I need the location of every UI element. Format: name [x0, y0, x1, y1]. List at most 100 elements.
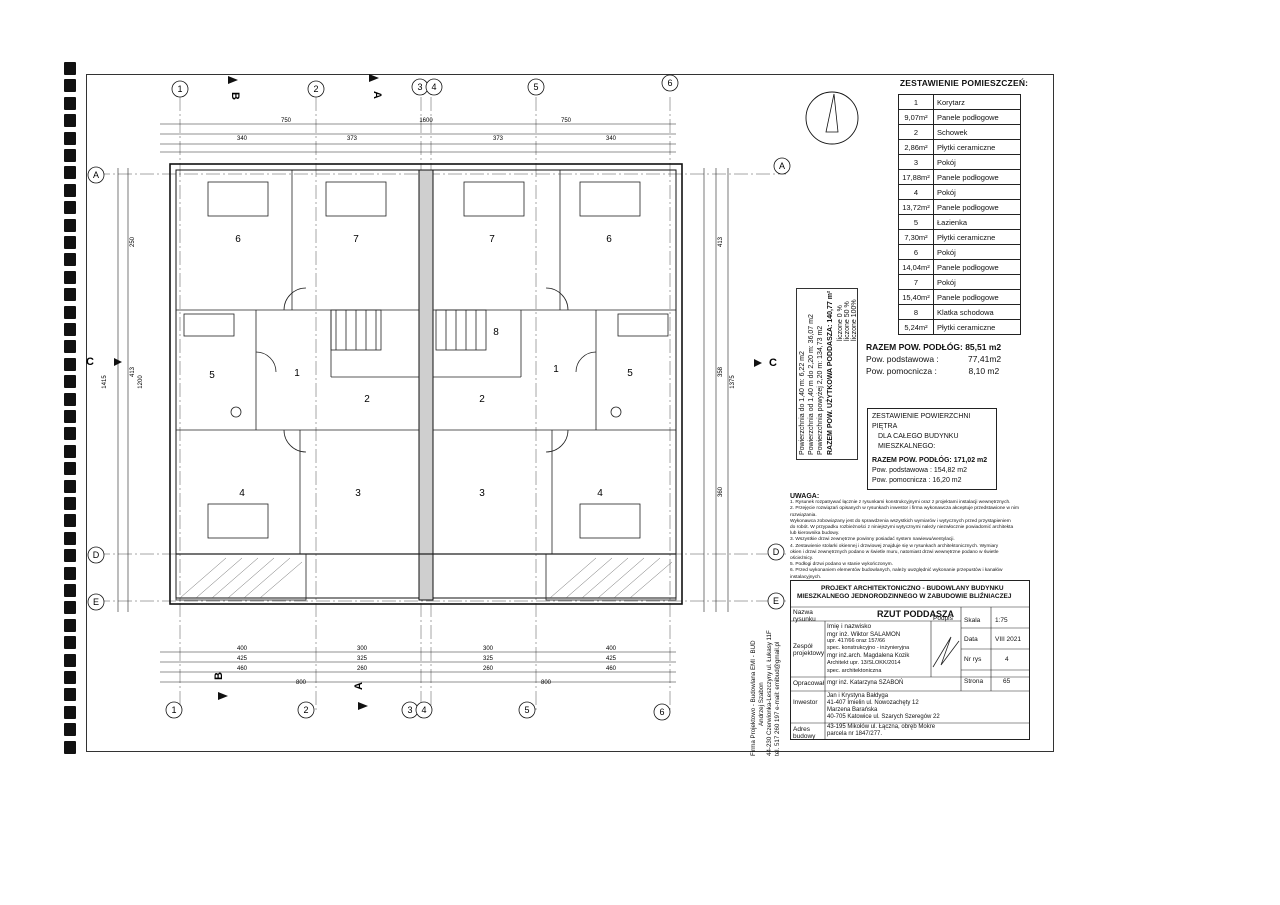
room-number: 8 [898, 304, 934, 320]
dim-bottom: 800 [541, 680, 552, 686]
binding-ring [64, 514, 76, 528]
dim-right: 358 [718, 366, 724, 377]
date-label: Data [964, 636, 978, 643]
floor-aux-row: Pow. pomocnicza : 16,20 m2 [872, 476, 992, 486]
room-name: Łazienka [933, 214, 1021, 230]
binding-ring [64, 114, 76, 128]
label-address: Adres budowy [793, 726, 816, 740]
room-number: 5 [898, 214, 934, 230]
dim-bottom: 425 [606, 656, 617, 662]
dim-bottom: 325 [483, 656, 494, 662]
axis-label-bottom: 6 [659, 707, 664, 717]
room-number-label: 6 [235, 234, 241, 245]
row-label-e: E [93, 597, 99, 607]
legend-basic-label: Pow. podstawowa : [866, 354, 939, 364]
binding-ring [64, 671, 76, 684]
height-total: RAZEM POW. UŻYTKOWA PODDASZA: 140,77 m² [827, 290, 834, 455]
room-number-label: 7 [353, 234, 359, 245]
legend-total-label: RAZEM POW. PODŁÓG: [866, 342, 963, 352]
dim-bottom: 300 [483, 646, 494, 652]
binding-ring [64, 253, 76, 267]
binding-ring [64, 183, 76, 197]
scale-value: 1:75 [995, 617, 1008, 624]
note-line: 4. Zestawienie stolarki okiennej i drzwi… [790, 543, 999, 549]
dim-top: 750 [281, 118, 292, 124]
room-area: 13,72m² [898, 199, 934, 215]
binding-ring [64, 653, 76, 667]
dim-left: 413 [130, 366, 136, 377]
floor-aux-label: Pow. pomocnicza : [872, 477, 931, 484]
binding-ring [64, 479, 76, 493]
label-team: Zespół projektowy [793, 643, 825, 657]
row-label-d: D [93, 550, 100, 560]
dim-left: 1200 [138, 375, 144, 389]
drawing-frame [86, 74, 1054, 752]
floor-basic-label: Pow. podstawowa : [872, 467, 932, 474]
dim-right: 413 [718, 236, 724, 247]
investor-2: 41-407 Imielin ul. Nowozachęty 12 [827, 700, 919, 706]
p1-lic: upr. 417/66 oraz 157/66 [827, 638, 886, 644]
floor-total-row: RAZEM POW. PODŁÓG: 171,02 m2 [872, 456, 992, 466]
room-number-label: 4 [239, 488, 245, 499]
row-label-a: A [93, 170, 99, 180]
note-line: 6. Przed wykonaniem elementów budowlanyc… [790, 568, 1003, 574]
project-line-1: PROJEKT ARCHITEKTONICZNO - BUDOWLANY BUD… [821, 585, 1004, 592]
binding-ring [64, 427, 76, 441]
title-block-grid [791, 606, 1029, 739]
stamp-line-2: Andrzej Szabon [758, 682, 765, 726]
dim-top: 373 [493, 136, 504, 142]
binding-ring [64, 305, 76, 319]
binding-ring [64, 497, 76, 510]
room-number-label: 3 [355, 488, 361, 499]
floor-total-label: RAZEM POW. PODŁÓG: [872, 457, 952, 464]
section-label-a-top: A [371, 91, 383, 99]
section-label-c-right: C [769, 357, 777, 369]
binding-ring [64, 131, 76, 145]
notes-block: UWAGA: 1. Rysunek rozpatrywać łącznie z … [790, 493, 1028, 581]
p1-spec: spec. konstrukcyjno - inżynieryjna [827, 645, 910, 651]
investor-1: Jan i Krystyna Bałdyga [827, 693, 889, 699]
room-finish: Panele podłogowe [933, 199, 1021, 215]
legend-aux-label: Pow. pomocnicza : [866, 366, 937, 376]
binding-ring [64, 392, 76, 406]
section-label-b-top: B [229, 92, 241, 100]
room-number-label: 1 [294, 368, 300, 379]
binding-ring [64, 531, 76, 545]
dim-bottom: 800 [296, 680, 307, 686]
address-2: parcela nr 1847/277. [827, 731, 883, 737]
room-number: 7 [898, 274, 934, 290]
room-name: Pokój [933, 154, 1021, 170]
binding-ring [64, 288, 76, 302]
room-finish: Płytki ceramiczne [933, 229, 1021, 245]
legend-total-row: RAZEM POW. PODŁÓG: 85,51 m2 [866, 341, 1048, 353]
dim-top: 340 [606, 136, 617, 142]
floor-summary-title-1: ZESTAWIENIE POWIERZCHNI PIĘTRA [872, 413, 971, 430]
height-line-3: Powierzchnia powyżej 2,20 m: 134,73 m2 [817, 325, 824, 455]
title-block: PROJEKT ARCHITEKTONICZNO - BUDOWLANY BUD… [790, 580, 1030, 740]
investor-4: 40-705 Katowice ul. Szarych Szeregów 22 [827, 714, 940, 720]
date-value: VIII 2021 [995, 636, 1022, 643]
section-label-a-bottom: A [353, 682, 365, 690]
room-area: 5,24m² [898, 319, 934, 335]
room-number-label: 1 [553, 364, 559, 375]
legend-basic-row: Pow. podstawowa : 77,41m2 [866, 353, 1048, 365]
room-number-label: 6 [606, 234, 612, 245]
room-area: 15,40m² [898, 289, 934, 305]
binding-ring [64, 549, 76, 563]
binding-ring [64, 149, 76, 162]
legend-summary: RAZEM POW. PODŁÓG: 85,51 m2 Pow. podstaw… [866, 341, 1048, 377]
height-breakdown-box: Powierzchnia do 1,40 m: 6,22 m2 Powierzc… [796, 288, 858, 460]
axis-label-bottom: 1 [171, 705, 176, 715]
binding-ring [64, 201, 76, 215]
binding-ring [64, 410, 76, 423]
room-name: Pokój [933, 184, 1021, 200]
p2-spec: spec. architektoniczna [827, 668, 882, 674]
